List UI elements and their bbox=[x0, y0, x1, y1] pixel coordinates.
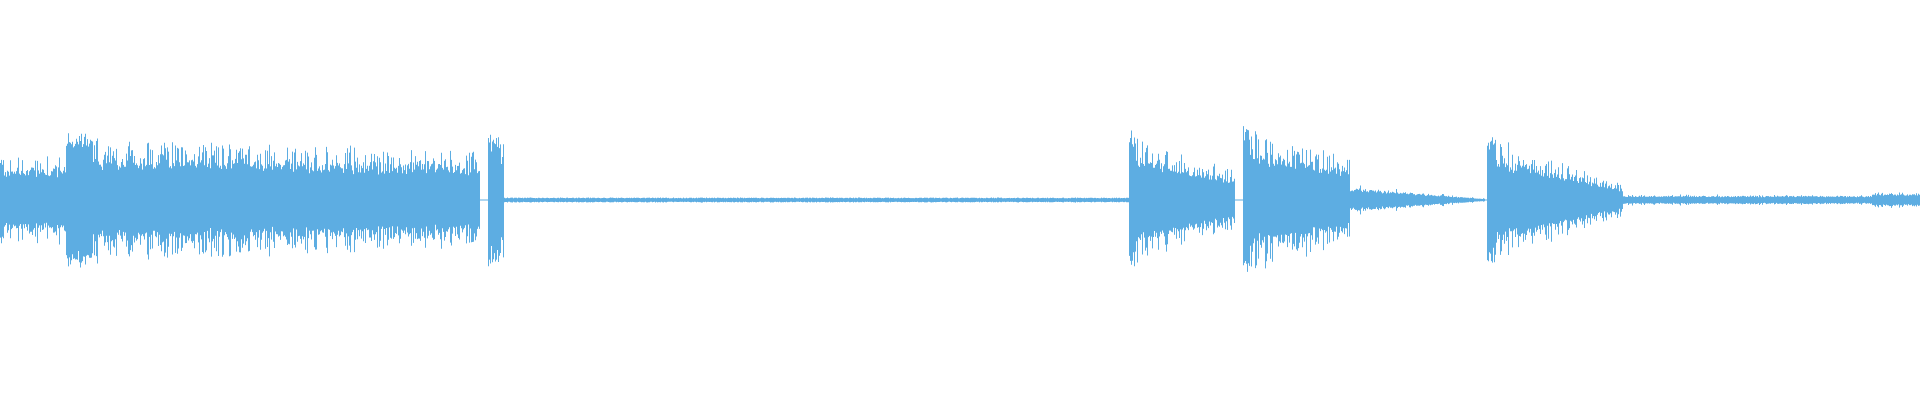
waveform-samples bbox=[0, 126, 1920, 272]
waveform-amplitude-path bbox=[0, 126, 1920, 272]
